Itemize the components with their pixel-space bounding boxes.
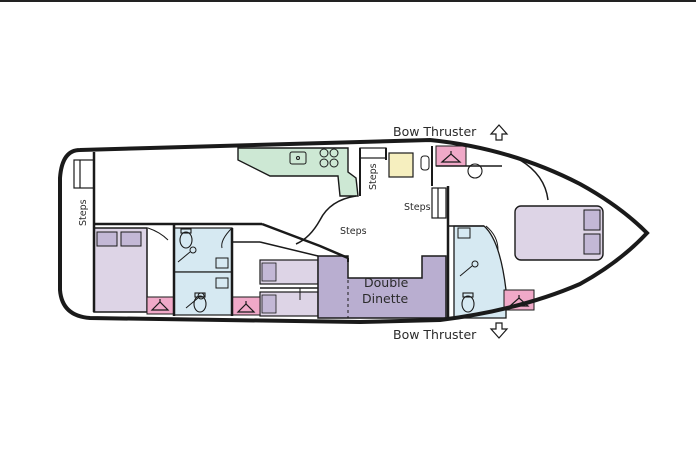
aft-pillow-left [96,231,118,247]
bunk-pillow-lower [261,294,277,314]
bunk-pillow-upper [261,262,277,282]
fwd-pillow-top [583,209,601,231]
hob-icon [319,148,339,168]
toilet-icon [179,163,483,313]
double-label: Double [364,275,409,290]
bow-thruster-bottom-label: Bow Thruster [393,327,477,342]
sink-icon [289,151,307,165]
hull-outline [58,137,650,325]
washbasin-icon [215,155,471,289]
forward-cabin-bed [514,205,604,261]
helm-table [388,152,414,178]
bow-thruster-top-label: Bow Thruster [393,124,477,139]
steps-galley-label: Steps [368,163,379,190]
arrow-up-icon [489,124,509,141]
galley-counter [237,147,359,197]
wardrobe-helm [435,145,467,167]
door-swings [147,225,499,300]
fwd-pillow-bottom [583,233,601,255]
steps-stern-label: Steps [78,199,89,226]
shower-icon [177,246,479,309]
hanger-icon [150,151,530,313]
stair-treads [73,147,447,219]
steps-middle-label: Steps [340,226,367,237]
top-border [0,0,696,2]
aft-pillow-right [120,231,142,247]
arrow-down-icon [489,322,509,339]
dinette-label: Dinette [362,291,409,306]
aft-shower-room [173,227,233,273]
steps-forward-label: Steps [404,202,431,213]
